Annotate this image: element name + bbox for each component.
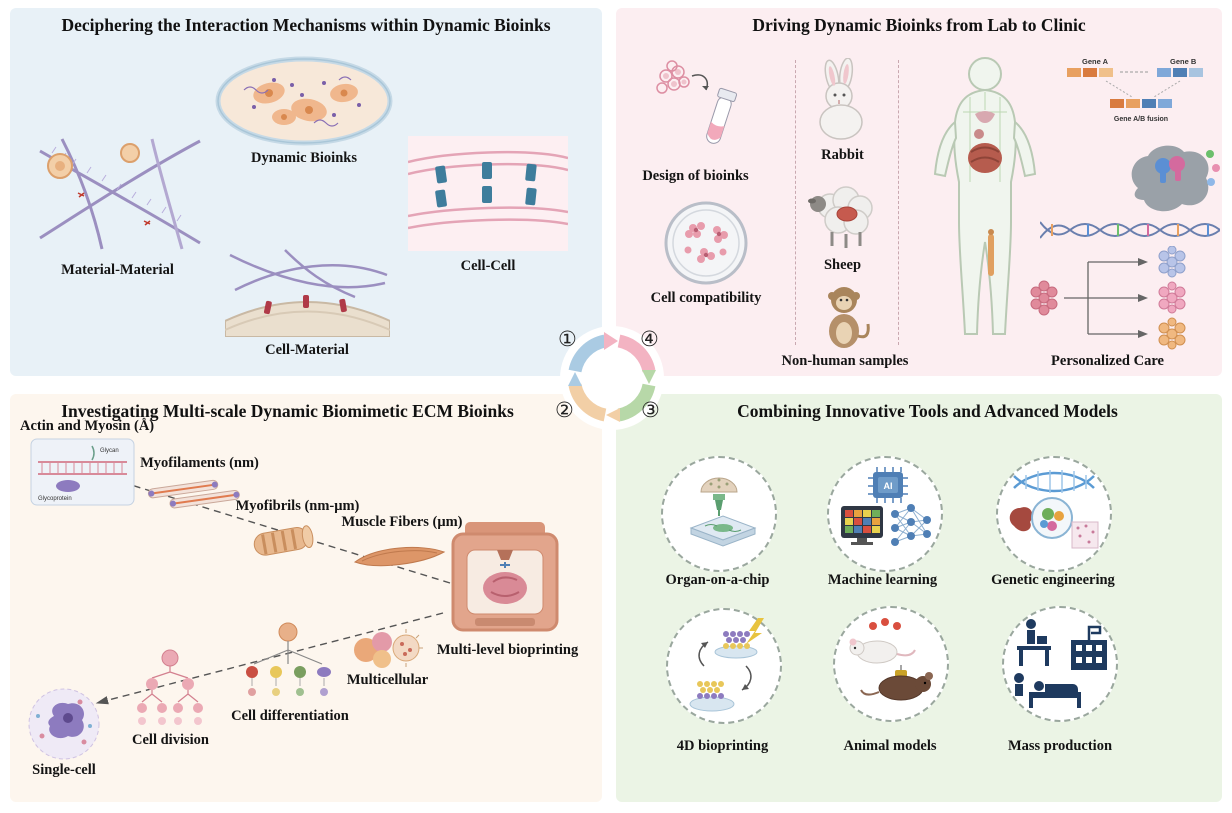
myofilaments-icon [147, 479, 240, 509]
dynamic-bioinks-icon [215, 56, 393, 146]
protein-blob-icon [1131, 145, 1220, 212]
non-human-samples-label: Non-human samples [781, 353, 909, 369]
multicellular-label: Multicellular [346, 672, 429, 688]
cell-cluster-branching-icon [1030, 246, 1186, 350]
circle-animal-models [833, 606, 949, 722]
circled-number-4: ④ [640, 327, 659, 351]
cell-division-icon [137, 649, 203, 725]
4d-bioprinting-label: 4D bioprinting [676, 738, 769, 754]
svg-text:Glycoprotein: Glycoprotein [38, 496, 72, 502]
top-left-title: Deciphering the Interaction Mechanisms w… [61, 15, 551, 35]
mass-production-label: Mass production [1007, 738, 1113, 754]
sheep-label: Sheep [823, 257, 862, 273]
monkey-icon [828, 287, 870, 348]
cell-differentiation-label: Cell differentiation [231, 708, 349, 724]
cell-differentiation-icon [246, 622, 331, 696]
dna-strand-icon [1040, 221, 1220, 239]
machine-learning-icon: AI [841, 467, 931, 546]
cell-material-label: Cell-Material [265, 342, 349, 358]
center-cycle-arrows [560, 326, 664, 430]
svg-text:Gene B: Gene B [1170, 57, 1197, 66]
material-material-icon [39, 138, 201, 250]
dashed-separator-left [795, 60, 796, 345]
single-cell-label: Single-cell [32, 762, 96, 778]
human-body-icon [933, 57, 1037, 335]
machine-learning-label: Machine learning [827, 572, 938, 588]
svg-text:Gene A/B fusion: Gene A/B fusion [1114, 116, 1168, 123]
top-right-title: Driving Dynamic Bioinks from Lab to Clin… [752, 15, 1086, 35]
panel-top-right [616, 8, 1222, 376]
mass-production-icon [1014, 619, 1107, 708]
cell-compatibility-icon [664, 201, 748, 285]
bioprinter-icon [451, 522, 559, 632]
circle-mass-production [1002, 606, 1118, 722]
rabbit-label: Rabbit [821, 147, 864, 163]
bioink-design-icon [656, 60, 738, 144]
muscle-fibers-label: Muscle Fibers (μm) [341, 514, 463, 530]
animal-models-icon [849, 618, 933, 701]
svg-text:AI: AI [884, 481, 893, 491]
organ-on-a-chip-icon [689, 477, 757, 547]
cell-cell-label: Cell-Cell [460, 258, 516, 274]
myofibrils-label: Myofibrils (nm-μm) [235, 498, 360, 514]
svg-text:Glycan: Glycan [100, 448, 119, 454]
organ-on-a-chip-label: Organ-on-a-chip [665, 572, 770, 588]
cell-division-label: Cell division [132, 732, 209, 748]
animal-models-label: Animal models [843, 738, 937, 754]
personalized-care-label: Personalized Care [1051, 353, 1164, 369]
circle-4d-bioprinting [666, 608, 782, 724]
genetic-engineering-icon [1009, 470, 1099, 549]
actin-myosin-icon: Glycan Glycoprotein [30, 438, 135, 506]
muscle-fiber-icon [353, 546, 446, 567]
cell-cell-icon [408, 136, 568, 251]
sheep-icon [808, 186, 873, 248]
circle-genetic-engineering [996, 456, 1112, 572]
design-of-bioinks-label: Design of bioinks [642, 168, 749, 184]
dashed-separator-right [898, 60, 899, 345]
myofibrils-icon [253, 525, 314, 556]
multilevel-bioprinting-label: Multi-level bioprinting [436, 642, 579, 658]
cell-compatibility-label: Cell compatibility [650, 290, 762, 306]
multicellular-icon [354, 629, 423, 668]
svg-text:Gene A: Gene A [1082, 57, 1109, 66]
genetic-engineering-label: Genetic engineering [991, 572, 1115, 588]
bottom-right-title: Combining Innovative Tools and Advanced … [737, 401, 1118, 421]
four-d-bioprinting-icon [689, 618, 764, 712]
material-material-label: Material-Material [61, 262, 174, 278]
dynamic-bioinks-label: Dynamic Bioinks [251, 150, 357, 166]
single-cell-icon [28, 688, 100, 760]
bottom-left-title: Investigating Multi-scale Dynamic Biomim… [61, 401, 514, 421]
circle-machine-learning: AI [827, 456, 943, 572]
circled-number-1: ① [558, 327, 577, 351]
circled-number-3: ③ [641, 398, 660, 422]
circled-number-2: ② [555, 398, 574, 422]
myofilaments-label: Myofilaments (nm) [140, 455, 259, 471]
rabbit-icon [819, 58, 863, 140]
actin-myosin-label: Actin and Myosin (Å) [20, 418, 155, 434]
gene-fusion-diagram: Gene A Gene B Gene A/B fusion [1067, 57, 1203, 123]
cell-material-icon [225, 249, 390, 337]
circle-organ-on-a-chip [661, 456, 777, 572]
